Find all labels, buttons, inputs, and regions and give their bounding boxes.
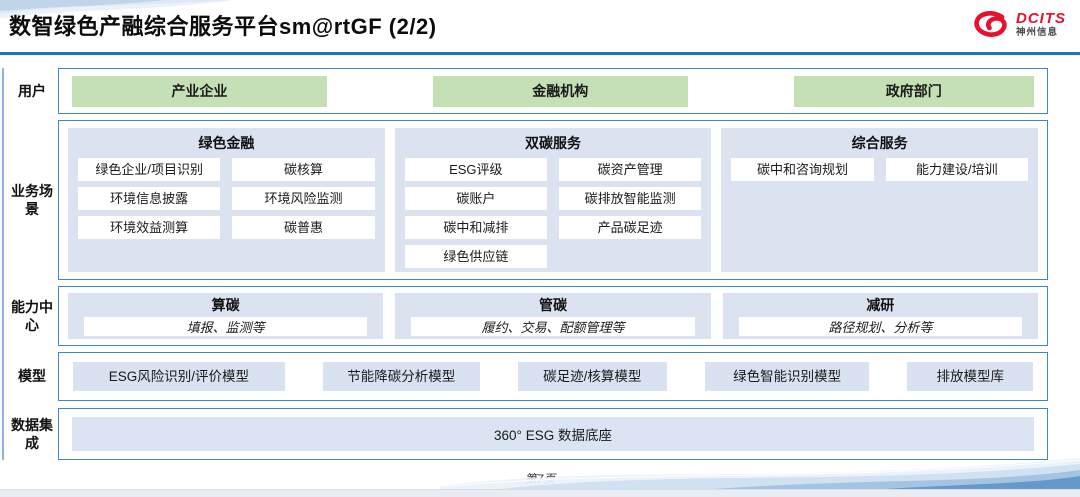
scenario-panel-green-finance: 绿色金融 绿色企业/项目识别 碳核算 环境信息披露 环境风险监测 环境效益测算 … xyxy=(68,128,385,272)
capabilities-box: 算碳 填报、监测等 管碳 履约、交易、配额管理等 减研 路径规划、分析等 xyxy=(58,286,1048,346)
row-label-scenarios: 业务场景 xyxy=(11,182,53,217)
scenario-item: 碳资产管理 xyxy=(559,158,702,181)
panel-grid: ESG评级 碳资产管理 碳账户 碳排放智能监测 碳中和减排 产品碳足迹 绿色供应… xyxy=(404,158,702,268)
row-scenarios: 业务场景 绿色金融 绿色企业/项目识别 碳核算 环境信息披露 环境风险监测 环境… xyxy=(6,120,1048,280)
models-box: ESG风险识别/评价模型 节能降碳分析模型 碳足迹/核算模型 绿色智能识别模型 … xyxy=(58,352,1048,401)
scenario-item: 绿色供应链 xyxy=(404,245,547,268)
scenario-item: 产品碳足迹 xyxy=(559,216,702,239)
capability-detail: 履约、交易、配额管理等 xyxy=(411,317,695,336)
users-inner: 产业企业 金融机构 政府部门 xyxy=(59,69,1047,113)
capability-title: 管碳 xyxy=(538,297,567,313)
capability-title: 减研 xyxy=(866,297,895,313)
page-title: 数智绿色产融综合服务平台sm@rtGF (2/2) xyxy=(9,14,437,39)
scenario-item: 环境风险监测 xyxy=(232,187,375,210)
model-item: 碳足迹/核算模型 xyxy=(517,362,667,391)
models-inner: ESG风险识别/评价模型 节能降碳分析模型 碳足迹/核算模型 绿色智能识别模型 … xyxy=(59,353,1047,400)
dcits-logo: DCITS 神州信息 xyxy=(971,10,1066,38)
capability-panel-manage-carbon: 管碳 履约、交易、配额管理等 xyxy=(395,293,711,339)
logo-text: DCITS 神州信息 xyxy=(1016,11,1066,38)
scenario-item: 碳排放智能监测 xyxy=(559,187,702,210)
capability-panel-reduce-research: 减研 路径规划、分析等 xyxy=(722,293,1038,339)
user-chip-financial: 金融机构 xyxy=(432,75,688,107)
row-label-capabilities: 能力中心 xyxy=(11,298,53,333)
capability-panel-calc-carbon: 算碳 填报、监测等 xyxy=(68,293,384,339)
row-label-users: 用户 xyxy=(18,82,46,99)
panel-title: 综合服务 xyxy=(851,135,908,151)
scenario-panel-comprehensive: 综合服务 碳中和咨询规划 能力建设/培训 xyxy=(721,128,1039,272)
row-capabilities: 能力中心 算碳 填报、监测等 管碳 履约、交易、配额管理等 减研 路径规划、分析… xyxy=(6,286,1048,346)
logo-brand: DCITS xyxy=(1016,9,1066,27)
model-item: 排放模型库 xyxy=(907,362,1033,391)
scenario-item: 碳普惠 xyxy=(232,216,375,239)
row-models: 模型 ESG风险识别/评价模型 节能降碳分析模型 碳足迹/核算模型 绿色智能识别… xyxy=(6,352,1048,401)
scenario-item: 环境信息披露 xyxy=(78,187,221,210)
data-foundation-item: 360° ESG 数据底座 xyxy=(72,417,1034,451)
scenario-item: 碳账户 xyxy=(404,187,547,210)
scenarios-box: 绿色金融 绿色企业/项目识别 碳核算 环境信息披露 环境风险监测 环境效益测算 … xyxy=(58,120,1048,280)
panel-grid: 碳中和咨询规划 能力建设/培训 xyxy=(731,158,1029,181)
dcits-swirl-icon xyxy=(971,10,1011,38)
capability-detail: 填报、监测等 xyxy=(84,317,368,336)
scenario-item: ESG评级 xyxy=(404,158,547,181)
bottom-edge-strip xyxy=(0,489,1080,497)
scenario-item: 碳中和咨询规划 xyxy=(731,158,874,181)
row-data-integration: 数据集成 360° ESG 数据底座 xyxy=(6,408,1048,460)
header-divider xyxy=(0,52,1080,55)
footer-page-number: 第7页 xyxy=(524,472,556,486)
row-label-models: 模型 xyxy=(18,368,46,385)
panel-grid: 绿色企业/项目识别 碳核算 环境信息披露 环境风险监测 环境效益测算 碳普惠 xyxy=(78,158,375,239)
data-integration-box: 360° ESG 数据底座 xyxy=(58,408,1048,460)
scenario-panel-dual-carbon: 双碳服务 ESG评级 碳资产管理 碳账户 碳排放智能监测 碳中和减排 产品碳足迹… xyxy=(394,128,712,272)
data-integration-inner: 360° ESG 数据底座 xyxy=(59,409,1047,459)
model-item: ESG风险识别/评价模型 xyxy=(73,362,285,391)
capability-title: 算碳 xyxy=(211,297,240,313)
panel-title: 绿色金融 xyxy=(198,135,255,151)
model-item: 节能降碳分析模型 xyxy=(322,362,480,391)
model-item: 绿色智能识别模型 xyxy=(704,362,870,391)
capability-detail: 路径规划、分析等 xyxy=(738,317,1022,336)
capabilities-inner: 算碳 填报、监测等 管碳 履约、交易、配额管理等 减研 路径规划、分析等 xyxy=(59,287,1047,345)
scenario-item: 碳核算 xyxy=(232,158,375,181)
scenario-item: 能力建设/培训 xyxy=(885,158,1029,181)
user-chip-government: 政府部门 xyxy=(793,75,1034,107)
user-chip-industry: 产业企业 xyxy=(72,75,327,107)
scenarios-inner: 绿色金融 绿色企业/项目识别 碳核算 环境信息披露 环境风险监测 环境效益测算 … xyxy=(59,121,1047,279)
scenario-item: 碳中和减排 xyxy=(404,216,547,239)
users-box: 产业企业 金融机构 政府部门 xyxy=(58,68,1048,114)
logo-subtitle: 神州信息 xyxy=(1016,26,1059,38)
panel-title: 双碳服务 xyxy=(525,135,581,151)
row-label-data-integration: 数据集成 xyxy=(11,416,53,451)
row-users: 用户 产业企业 金融机构 政府部门 xyxy=(6,68,1048,114)
left-rail-line xyxy=(2,68,4,460)
scenario-item: 绿色企业/项目识别 xyxy=(78,158,221,181)
scenario-item: 环境效益测算 xyxy=(78,216,221,239)
